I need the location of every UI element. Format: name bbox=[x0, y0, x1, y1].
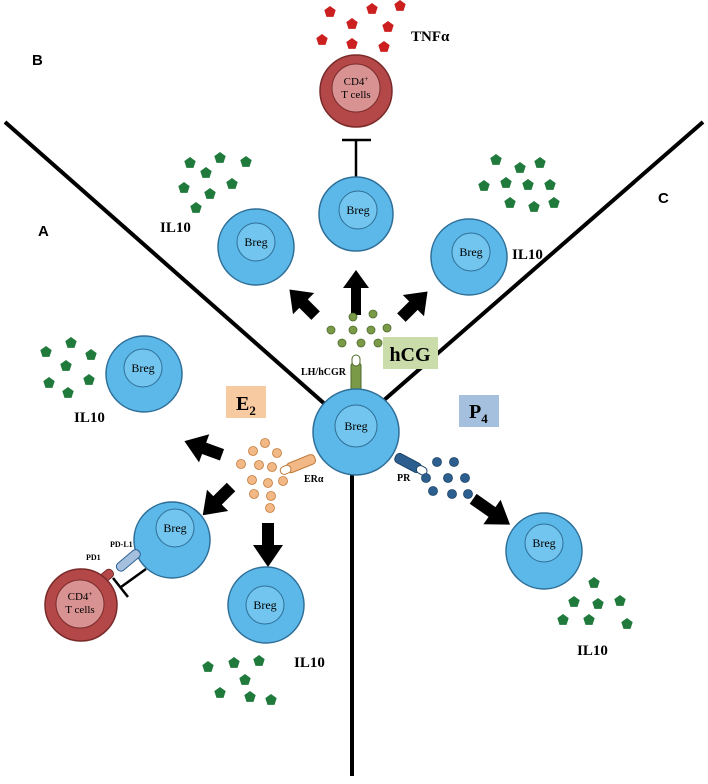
er-alpha-label: ERα bbox=[304, 474, 324, 485]
divider-line-left bbox=[3, 120, 354, 430]
p4-label: P4 bbox=[469, 401, 488, 426]
hcg-label: hCG bbox=[389, 344, 431, 366]
er-alpha-receptor bbox=[279, 454, 317, 475]
e2-label: E2 bbox=[236, 393, 256, 418]
svg-text:Breg: Breg bbox=[163, 521, 186, 535]
arrow-hcg-up-right bbox=[397, 291, 428, 322]
panel-label-a: A bbox=[38, 223, 49, 240]
svg-text:Breg: Breg bbox=[131, 361, 154, 375]
cd4-cell-top-inner bbox=[331, 63, 381, 113]
p4-dots bbox=[421, 457, 473, 499]
breg-cell-central: Breg bbox=[312, 388, 400, 476]
pdl1-label: PD-L1 bbox=[110, 540, 133, 549]
e2-box bbox=[226, 386, 266, 418]
arrow-hcg-up bbox=[343, 270, 369, 315]
pr-receptor bbox=[394, 452, 428, 476]
divider-line-right bbox=[350, 120, 705, 430]
arrow-e2-down bbox=[253, 523, 283, 567]
arrow-e2-down-left bbox=[202, 482, 236, 516]
breg-cell-b-right: Breg bbox=[430, 218, 508, 296]
svg-text:Breg: Breg bbox=[459, 245, 482, 259]
il10-label-a-upper: IL10 bbox=[74, 410, 105, 426]
arrows-e2 bbox=[184, 434, 283, 567]
il10-cluster-top-right bbox=[478, 154, 560, 212]
breg-cell-a-bottom: Breg bbox=[227, 566, 305, 644]
il10-label-a-lower: IL10 bbox=[294, 655, 325, 671]
cd4-t-cell-top: CD4+ T cells bbox=[319, 54, 393, 128]
breg-cell-b-center: Breg bbox=[318, 176, 394, 252]
arrow-hcg-up-left bbox=[289, 289, 320, 320]
panel-dividers bbox=[3, 120, 705, 776]
svg-text:Breg: Breg bbox=[244, 235, 267, 249]
il10-label-c: IL10 bbox=[577, 643, 608, 659]
breg-cell-b-left: Breg bbox=[217, 208, 295, 286]
arrow-e2-left bbox=[184, 434, 225, 463]
inhibition-bar-a bbox=[112, 567, 147, 598]
panel-label-c: C bbox=[658, 190, 669, 207]
e2-dots bbox=[236, 438, 288, 513]
lh-hcgr-label: LH/hCGR bbox=[301, 367, 347, 378]
hcg-box bbox=[383, 337, 438, 369]
il10-cluster-a-lower bbox=[202, 655, 277, 705]
tnf-label: TNFα bbox=[411, 29, 450, 45]
svg-text:Breg: Breg bbox=[346, 203, 369, 217]
svg-text:Breg: Breg bbox=[253, 598, 276, 612]
il10-cluster-a-upper bbox=[40, 337, 97, 398]
lh-hcgr-receptor-tip bbox=[351, 354, 361, 367]
breg-cell-a-top: Breg bbox=[105, 335, 183, 413]
arrows-hcg bbox=[289, 270, 428, 322]
breg-cell-a-middle: Breg bbox=[133, 501, 211, 579]
pr-label: PR bbox=[397, 473, 411, 484]
breg-cell-c: Breg bbox=[505, 512, 583, 590]
arrow-p4 bbox=[469, 493, 511, 525]
il10-cluster-top-left bbox=[178, 152, 252, 213]
svg-text:CD4+: CD4+ bbox=[68, 590, 93, 603]
pd1-label: PD1 bbox=[86, 553, 101, 562]
svg-text:Breg: Breg bbox=[344, 419, 367, 433]
il10-cluster-c bbox=[557, 577, 633, 629]
il10-label-top-right: IL10 bbox=[512, 247, 543, 263]
hcg-dots bbox=[326, 309, 392, 348]
inhibition-bar-top bbox=[342, 138, 371, 180]
svg-text:T cells: T cells bbox=[65, 604, 94, 616]
il10-label-top-left: IL10 bbox=[160, 220, 191, 236]
cd4-t-cell-a: CD4+ T cells bbox=[44, 568, 118, 642]
cd4-label-top: CD4+ bbox=[344, 75, 369, 88]
panel-label-b: B bbox=[32, 52, 43, 69]
pdl1-receptor bbox=[115, 549, 141, 572]
tnf-cluster bbox=[316, 0, 406, 52]
p4-box bbox=[459, 395, 499, 427]
svg-text:Breg: Breg bbox=[532, 536, 555, 550]
t-cells-label-top: T cells bbox=[341, 89, 370, 101]
